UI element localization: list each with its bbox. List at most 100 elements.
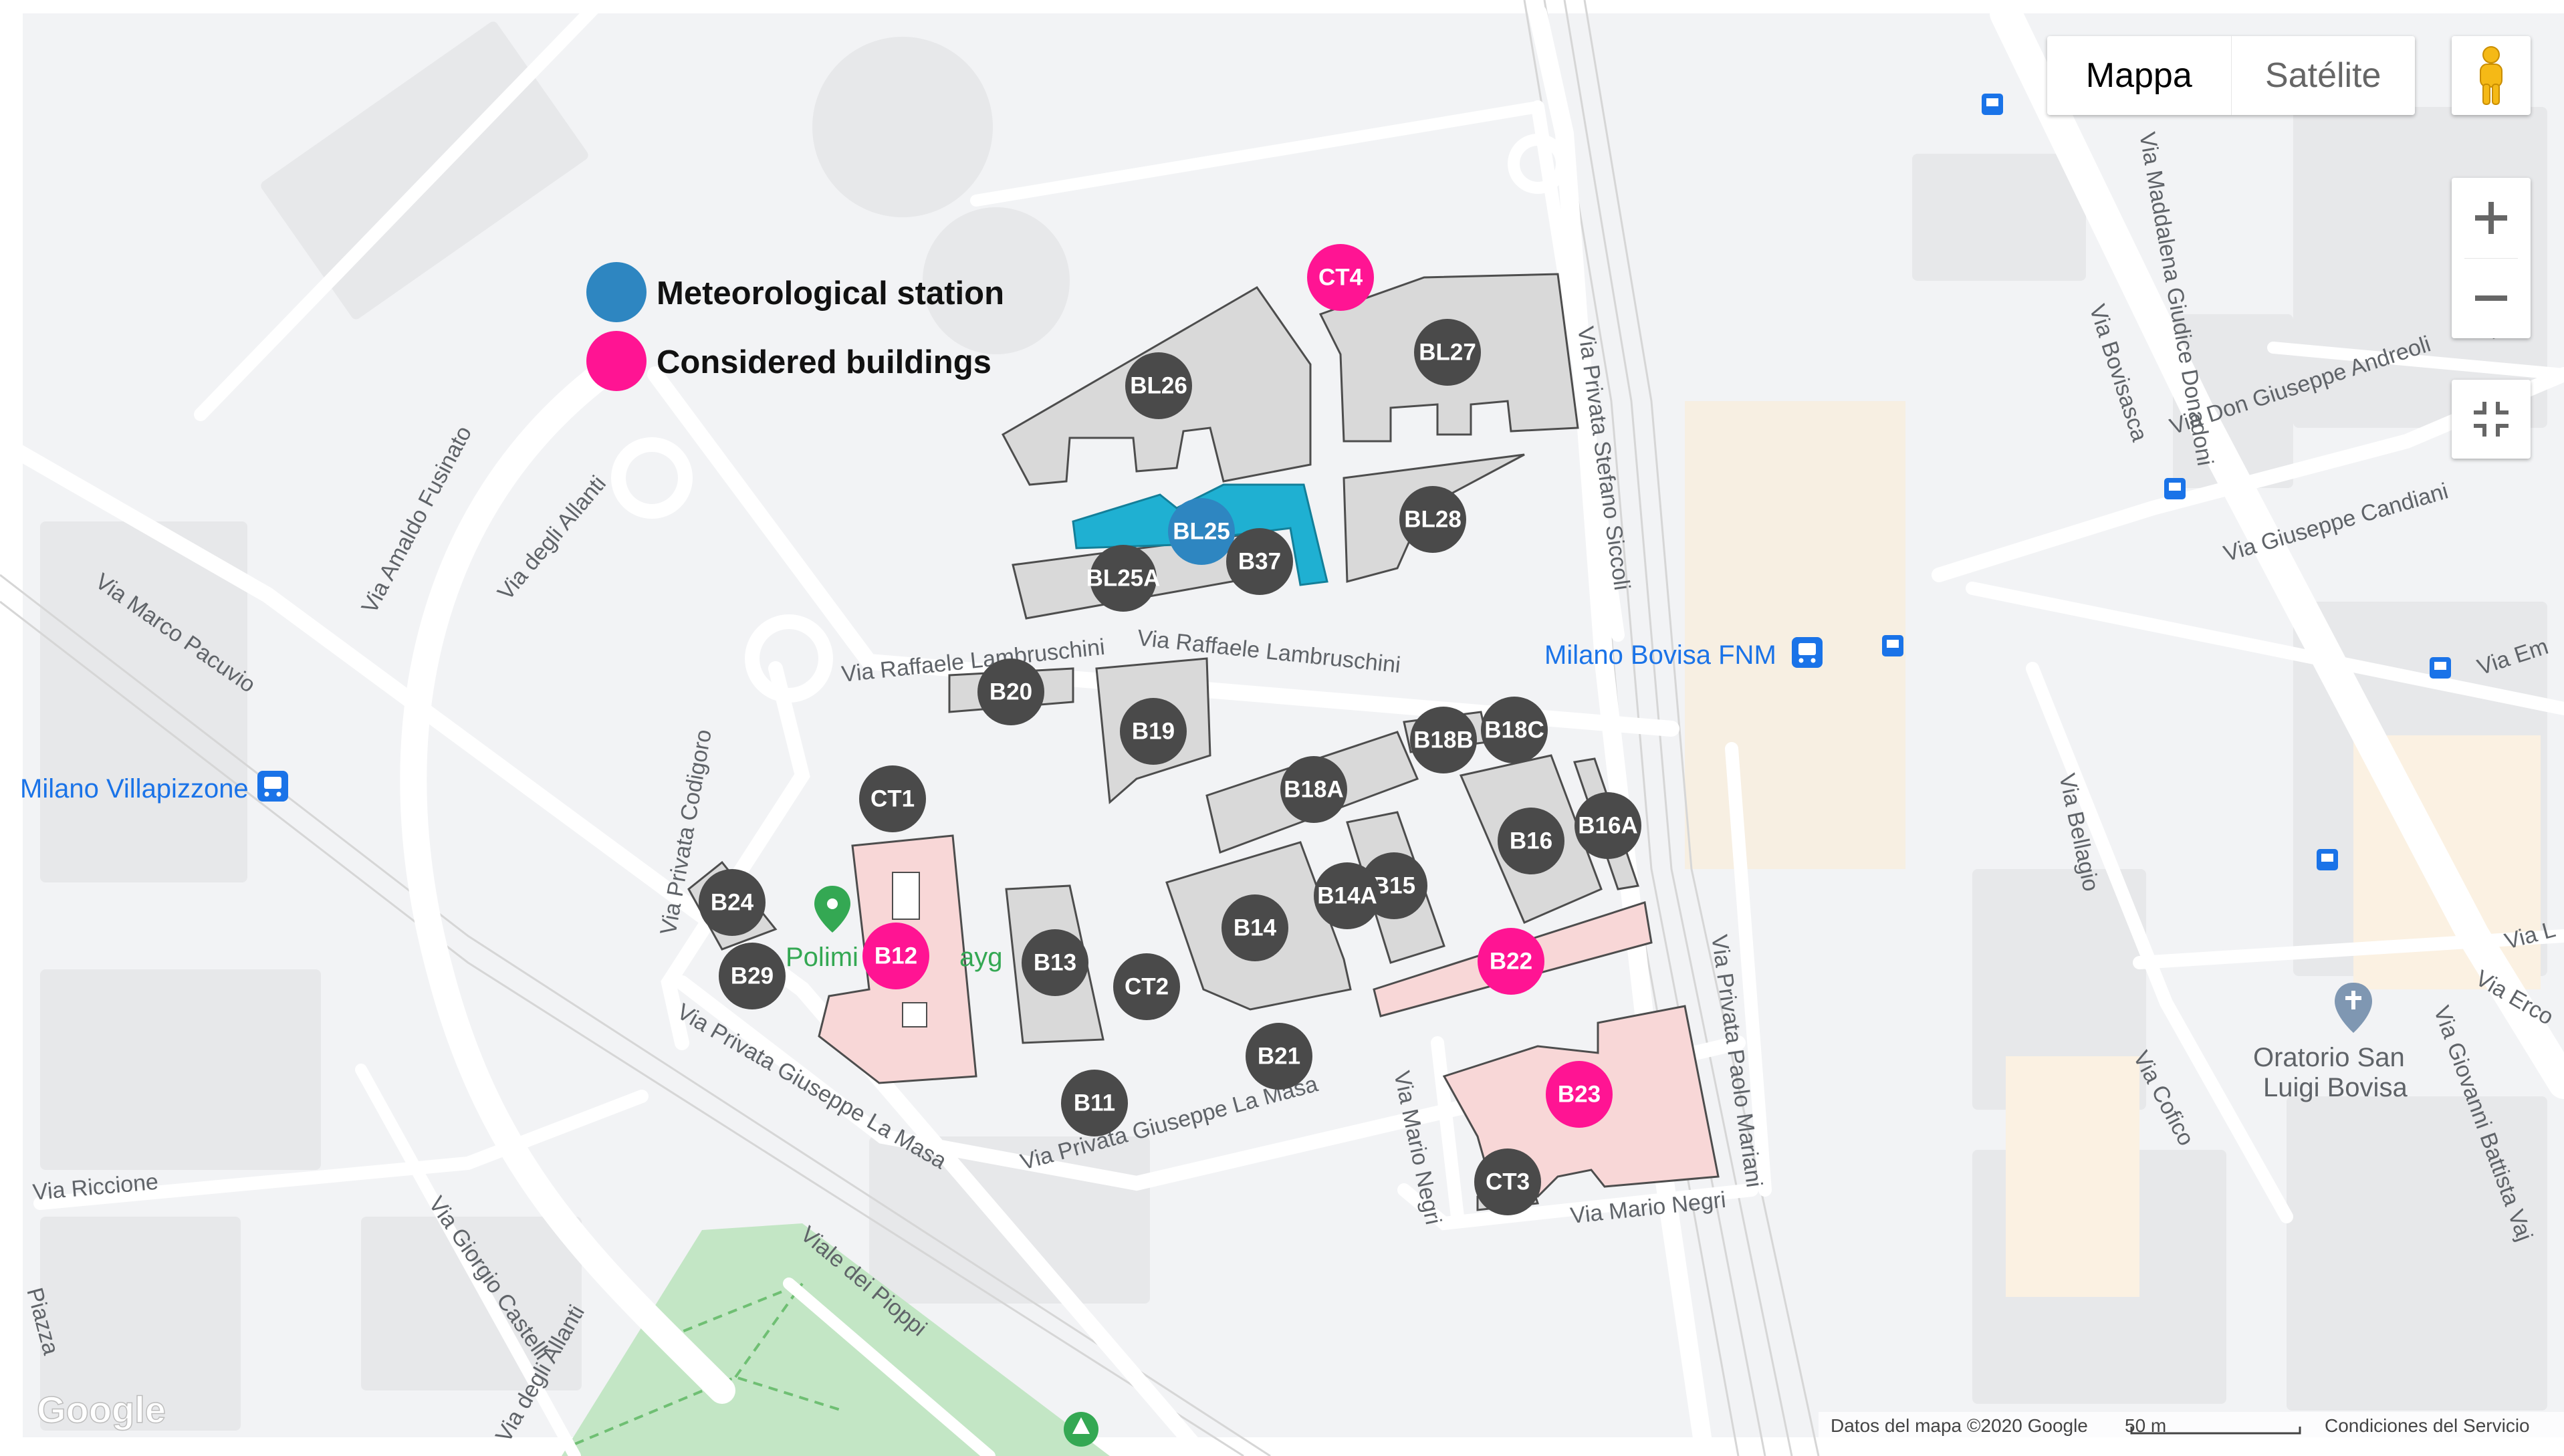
svg-text:BL25: BL25 xyxy=(1173,519,1230,545)
map-type-map-button[interactable]: Mappa xyxy=(2085,56,2192,95)
marker-b18b[interactable]: B18B xyxy=(1410,707,1477,773)
park xyxy=(562,1223,1110,1456)
pegman-icon xyxy=(2480,46,2502,105)
svg-text:B14A: B14A xyxy=(1317,883,1377,909)
marker-b18c[interactable]: B18C xyxy=(1481,697,1548,763)
map-type-control: Mappa Satélite xyxy=(2047,36,2415,115)
legend-label-considered: Considered buildings xyxy=(657,344,992,380)
fullscreen-exit-icon xyxy=(2474,402,2509,437)
legend: Meteorological station Considered buildi… xyxy=(586,262,1004,391)
svg-text:B18B: B18B xyxy=(1413,727,1473,753)
svg-text:B37: B37 xyxy=(1238,549,1281,575)
marker-bl28[interactable]: BL28 xyxy=(1399,486,1466,553)
svg-text:BL27: BL27 xyxy=(1419,340,1476,366)
marker-b29[interactable]: B29 xyxy=(719,943,786,1009)
legend-swatch-meteo xyxy=(586,262,647,322)
marker-b21[interactable]: B21 xyxy=(1246,1023,1312,1090)
scale-bar xyxy=(2130,1427,2301,1435)
train-icon xyxy=(1792,637,1823,668)
svg-text:BL25A: BL25A xyxy=(1086,566,1161,592)
marker-b24[interactable]: B24 xyxy=(699,869,766,936)
train-icon xyxy=(257,771,288,802)
church-pin-icon xyxy=(2335,983,2372,1033)
plus-icon xyxy=(2475,202,2507,234)
marker-ct1[interactable]: CT1 xyxy=(859,765,926,832)
svg-text:B11: B11 xyxy=(1074,1090,1115,1116)
svg-text:B23: B23 xyxy=(1558,1082,1601,1108)
marker-ct2[interactable]: CT2 xyxy=(1113,953,1180,1020)
marker-b19[interactable]: B19 xyxy=(1120,698,1187,765)
place-label-polimi-suffix: ayg xyxy=(959,943,1003,972)
svg-text:BL26: BL26 xyxy=(1130,373,1187,399)
google-logo: Google xyxy=(37,1388,166,1431)
svg-text:B29: B29 xyxy=(731,963,774,989)
marker-b20[interactable]: B20 xyxy=(977,658,1044,725)
svg-text:B16A: B16A xyxy=(1578,813,1637,839)
svg-text:B12: B12 xyxy=(875,943,917,969)
svg-text:B16: B16 xyxy=(1510,828,1552,854)
marker-bl25[interactable]: BL25 xyxy=(1168,498,1235,565)
station-label-villapizzone[interactable]: Milano Villapizzone xyxy=(20,774,249,804)
zoom-out-button[interactable] xyxy=(2452,259,2531,338)
marker-b22[interactable]: B22 xyxy=(1478,928,1544,995)
svg-text:BL28: BL28 xyxy=(1404,507,1462,533)
svg-text:B18A: B18A xyxy=(1284,777,1343,803)
building-markers[interactable]: CT4 BL26 BL27 BL25 BL28 B37 BL25A B20 B1… xyxy=(699,244,1641,1215)
svg-text:B22: B22 xyxy=(1490,949,1532,975)
roundabouts xyxy=(611,37,1568,703)
marker-bl27[interactable]: BL27 xyxy=(1414,319,1481,386)
place-label-oratorio-1[interactable]: Oratorio San xyxy=(2253,1043,2405,1072)
svg-text:CT2: CT2 xyxy=(1125,974,1169,1000)
svg-text:B19: B19 xyxy=(1132,719,1175,745)
marker-bl26[interactable]: BL26 xyxy=(1125,352,1192,419)
marker-b12[interactable]: B12 xyxy=(862,923,929,989)
zoom-control xyxy=(2452,178,2531,338)
station-label-bovisa[interactable]: Milano Bovisa FNM xyxy=(1544,640,1776,670)
park-paths xyxy=(574,1282,843,1445)
svg-text:B20: B20 xyxy=(989,679,1032,705)
street-view-button[interactable] xyxy=(2452,36,2531,115)
zoom-in-button[interactable] xyxy=(2452,178,2531,258)
marker-b16a[interactable]: B16A xyxy=(1575,792,1641,859)
svg-text:CT4: CT4 xyxy=(1318,265,1363,291)
map-data-attribution[interactable]: Datos del mapa ©2020 Google xyxy=(1831,1415,2088,1436)
map-type-satellite-button[interactable]: Satélite xyxy=(2230,36,2416,115)
marker-b14[interactable]: B14 xyxy=(1221,894,1288,961)
left-margin xyxy=(0,0,23,1456)
transit-places: Milano Bovisa FNM Milano Villapizzone Or… xyxy=(20,94,2451,1447)
svg-text:B13: B13 xyxy=(1034,950,1076,976)
marker-b14a[interactable]: B14A xyxy=(1314,862,1381,929)
marker-b23[interactable]: B23 xyxy=(1546,1061,1613,1128)
marker-b16[interactable]: B16 xyxy=(1498,808,1564,874)
bus-stop-icon xyxy=(1882,94,2451,870)
svg-text:CT3: CT3 xyxy=(1486,1169,1530,1195)
marker-ct4[interactable]: CT4 xyxy=(1307,244,1374,311)
svg-text:B18C: B18C xyxy=(1484,717,1544,743)
marker-bl25a[interactable]: BL25A xyxy=(1086,545,1161,612)
marker-b37[interactable]: B37 xyxy=(1226,528,1293,595)
svg-text:B14: B14 xyxy=(1234,915,1277,941)
svg-text:B24: B24 xyxy=(711,890,754,916)
polimi-pin-icon xyxy=(814,886,850,933)
marker-b13[interactable]: B13 xyxy=(1022,929,1088,996)
marker-b11[interactable]: B11 xyxy=(1061,1070,1128,1136)
minus-icon xyxy=(2475,295,2507,301)
terms-link[interactable]: Condiciones del Servicio xyxy=(2325,1415,2530,1436)
place-label-oratorio-2[interactable]: Luigi Bovisa xyxy=(2263,1073,2408,1102)
zoom-divider xyxy=(2464,257,2518,259)
place-label-polimi[interactable]: Polimi xyxy=(786,943,858,972)
fullscreen-button[interactable] xyxy=(2452,380,2531,459)
orange-block-2 xyxy=(2006,1056,2139,1297)
top-margin xyxy=(0,0,2564,13)
marker-b18a[interactable]: B18A xyxy=(1280,756,1347,823)
legend-swatch-considered xyxy=(586,331,647,391)
svg-text:CT1: CT1 xyxy=(870,786,915,812)
legend-label-meteo: Meteorological station xyxy=(657,275,1004,312)
map-footer: Google Datos del mapa ©2020 Google 50 m … xyxy=(36,1388,2564,1441)
marker-ct3[interactable]: CT3 xyxy=(1474,1148,1541,1215)
svg-text:B21: B21 xyxy=(1258,1044,1300,1070)
park-pin-icon xyxy=(1064,1412,1098,1447)
